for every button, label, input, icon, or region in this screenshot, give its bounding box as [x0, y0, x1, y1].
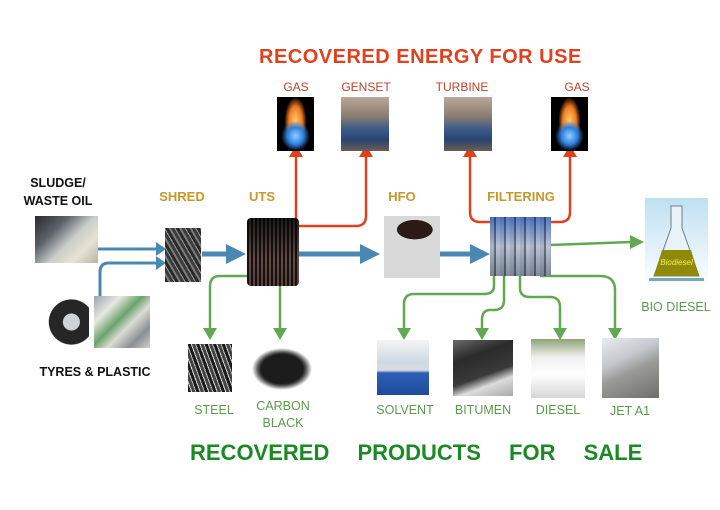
arrowhead-sludge: [156, 242, 166, 256]
stage-label-hfo: HFO: [388, 189, 416, 204]
arrowhead-shred-uts: [226, 244, 246, 264]
flow-uts-to-steel: [208, 274, 252, 330]
flow-filtering-to-turbine: [468, 154, 490, 224]
energy-label-genset: GENSET: [341, 80, 391, 94]
product-label-jet-a1: JET A1: [609, 404, 651, 418]
diesel-tank-image: [531, 339, 585, 398]
arrowhead-hfo-filtering: [470, 244, 490, 264]
gas-flame-icon: [551, 97, 588, 151]
stage-label-uts: UTS: [249, 189, 275, 204]
input-label-tyres: TYRES & PLASTIC: [39, 365, 151, 379]
arrowhead-solvent: [397, 328, 411, 340]
input-label-sludge-line1: SLUDGE/: [30, 176, 86, 190]
energy-title: RECOVERED ENERGY FOR USE: [259, 46, 582, 68]
product-label-carbon-line1: CARBON: [256, 399, 310, 413]
flow-filtering-to-jet: [540, 274, 617, 330]
input-label-sludge-line2: WASTE OIL: [23, 194, 93, 208]
sludge-oil-image: [35, 216, 98, 263]
arrowhead-steel: [203, 328, 217, 340]
arrowhead-bitumen: [475, 328, 489, 340]
shredded-material-image: [165, 228, 201, 282]
arrowhead-gas-2: [563, 145, 577, 157]
flow-uts-to-genset: [296, 154, 368, 228]
arrowhead-carbon: [273, 328, 287, 340]
energy-label-gas-2: GAS: [564, 80, 590, 94]
products-title: RECOVERED PRODUCTS FOR SALE: [190, 440, 643, 465]
jet-aircraft-image: [602, 338, 659, 398]
flow-filtering-to-diesel: [518, 276, 562, 330]
tyre-image: [45, 296, 89, 348]
green-product-lines: [208, 240, 633, 330]
green-arrowheads: [203, 235, 644, 340]
product-label-diesel: DIESEL: [535, 403, 581, 417]
red-arrowheads: [289, 145, 577, 157]
arrowhead-genset: [359, 145, 373, 157]
product-label-carbon-line2: BLACK: [262, 416, 304, 430]
flow-filtering-to-solvent: [402, 276, 496, 330]
stage-label-shred: SHRED: [159, 189, 205, 204]
energy-label-turbine: TURBINE: [435, 80, 489, 94]
solvent-container-image: [377, 340, 429, 395]
biodiesel-flask-image: Biodiesel: [645, 198, 708, 288]
product-label-solvent: SOLVENT: [376, 403, 434, 417]
filtering-plant-image: [490, 217, 551, 276]
gas-flame-icon: [277, 97, 314, 151]
uts-unit-image: [247, 218, 299, 286]
flow-filtering-to-bitumen: [480, 276, 506, 330]
bitumen-image: [453, 340, 513, 396]
flow-filtering-to-gas: [532, 154, 572, 224]
steel-image: [188, 344, 232, 392]
product-label-bitumen: BITUMEN: [454, 403, 512, 417]
stage-label-filtering: FILTERING: [487, 189, 555, 204]
arrowhead-uts-hfo: [360, 244, 380, 264]
genset-machine-icon: [341, 97, 389, 151]
flask-label: Biodiesel: [660, 258, 693, 267]
product-label-steel: STEEL: [194, 403, 234, 417]
arrowhead-biodiesel: [630, 235, 644, 249]
arrowhead-jet: [608, 328, 622, 340]
energy-label-gas-1: GAS: [283, 80, 309, 94]
input-label-sludge: SLUDGE/ WASTE OIL: [18, 174, 98, 210]
arrowhead-turbine: [463, 145, 477, 157]
hfo-oil-image: [384, 216, 440, 278]
product-label-carbon-black: CARBON BLACK: [248, 398, 318, 432]
flow-tyres-to-shred: [98, 261, 156, 296]
plastic-waste-image: [94, 296, 150, 348]
arrowhead-diesel: [553, 328, 567, 340]
arrowhead-gas-1: [289, 145, 303, 157]
flow-filtering-to-biodiesel: [549, 240, 633, 247]
flask-icon: [649, 205, 704, 281]
carbon-black-image: [252, 344, 312, 394]
product-label-bio-diesel: BIO DIESEL: [641, 300, 711, 314]
red-energy-lines: [294, 154, 572, 228]
blue-arrowheads: [156, 242, 490, 270]
turbine-machine-icon: [444, 97, 492, 151]
arrowhead-tyres: [156, 256, 166, 270]
